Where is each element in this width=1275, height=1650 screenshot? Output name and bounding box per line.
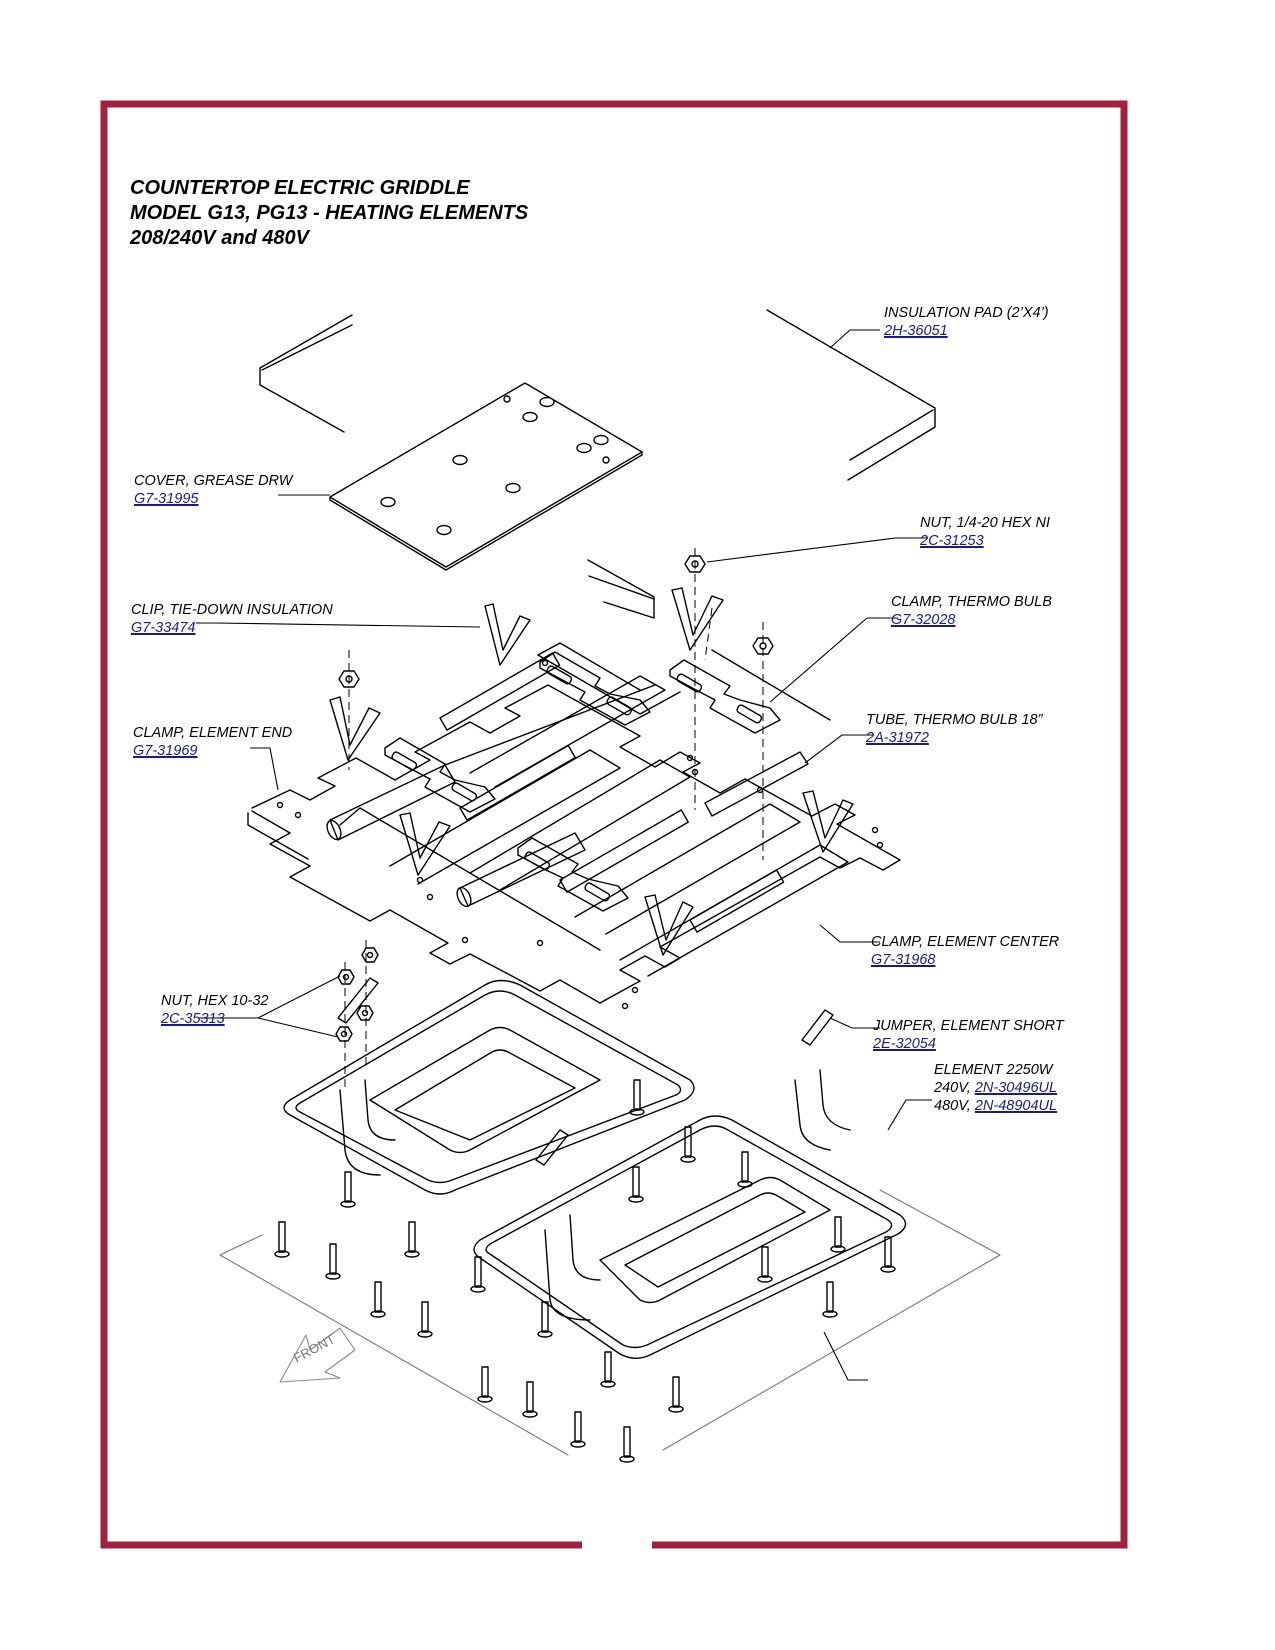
part-name: CLAMP, ELEMENT CENTER (871, 934, 1060, 950)
heating-element-right (473, 1069, 907, 1359)
part-name: JUMPER, ELEMENT SHORT (873, 1018, 1064, 1034)
diagram-title: COUNTERTOP ELECTRIC GRIDDLE MODEL G13, P… (130, 176, 528, 251)
part-name: CLAMP, ELEMENT END (133, 725, 293, 741)
callout-clamp-thermo: CLAMP, THERMO BULB G7-32028 (891, 593, 1052, 629)
insulation-pad (259, 309, 936, 619)
part-number-link[interactable]: G7-33474 (131, 620, 196, 636)
part-name: INSULATION PAD (2’X4’) (884, 305, 1049, 321)
callout-cover-grease: COVER, GREASE DRW G7-31995 (134, 472, 292, 508)
callout-clip-tiedown: CLIP, TIE-DOWN INSULATION G7-33474 (131, 601, 333, 637)
jumpers (337, 977, 834, 1166)
callout-jumper: JUMPER, ELEMENT SHORT 2E-32054 (873, 1017, 1064, 1053)
part-name: NUT, HEX 10-32 (161, 993, 269, 1009)
leader-lines (196, 329, 932, 1381)
element-bracket-assembly (247, 642, 901, 1010)
callout-clamp-end: CLAMP, ELEMENT END G7-31969 (133, 724, 292, 760)
part-number-link[interactable]: 2C-31253 (920, 533, 984, 549)
part-number-link[interactable]: 2C-35313 (161, 1011, 225, 1027)
heating-element-left (283, 979, 695, 1195)
part-number-link[interactable]: 2H-36051 (884, 323, 948, 339)
part-number-link-480v[interactable]: 2N-48904UL (974, 1098, 1058, 1114)
title-line-1: COUNTERTOP ELECTRIC GRIDDLE (130, 177, 470, 199)
callout-tube-thermo: TUBE, THERMO BULB 18” 2A-31972 (866, 711, 1042, 747)
callout-insulation-pad: INSULATION PAD (2’X4’) 2H-36051 (884, 304, 1049, 340)
callout-element: ELEMENT 2250W 240V, 2N-30496UL 480V, 2N-… (934, 1062, 1058, 1114)
part-name: CLIP, TIE-DOWN INSULATION (131, 602, 333, 618)
thermo-bulb-clamps (384, 651, 781, 912)
part-name: ELEMENT 2250W (934, 1062, 1053, 1078)
title-line-2: MODEL G13, PG13 - HEATING ELEMENTS (130, 202, 529, 224)
studs (274, 1079, 896, 1463)
part-name: CLAMP, THERMO BULB (891, 594, 1052, 610)
part-number-link-240v[interactable]: 2N-30496UL (974, 1080, 1058, 1096)
part-number-link[interactable]: G7-31968 (871, 952, 936, 968)
callout-nut-hex-ni: NUT, 1/4-20 HEX NI 2C-31253 (920, 514, 1050, 550)
title-line-3: 208/240V and 480V (130, 227, 310, 249)
grease-drawer-cover (329, 382, 643, 571)
part-number-link[interactable]: G7-31995 (134, 491, 199, 507)
part-name: TUBE, THERMO BULB 18” (866, 712, 1043, 728)
part-number-link[interactable]: G7-31969 (133, 743, 198, 759)
hex-nuts (335, 555, 774, 1042)
callout-clamp-center: CLAMP, ELEMENT CENTER G7-31968 (871, 933, 1059, 969)
part-name: COVER, GREASE DRW (134, 473, 293, 489)
base-plate (219, 1189, 1001, 1456)
part-number-link[interactable]: G7-32028 (891, 612, 956, 628)
part-number-link[interactable]: 2E-32054 (873, 1036, 936, 1052)
callout-nut-hex-1032: NUT, HEX 10-32 2C-35313 (161, 992, 268, 1028)
tie-down-clips (329, 587, 854, 956)
center-lines (344, 548, 764, 1090)
part-number-link[interactable]: 2A-31972 (866, 730, 929, 746)
front-arrow-icon (279, 1327, 356, 1383)
part-name: NUT, 1/4-20 HEX NI (920, 515, 1051, 531)
thermo-bulb-tubes (326, 684, 809, 908)
